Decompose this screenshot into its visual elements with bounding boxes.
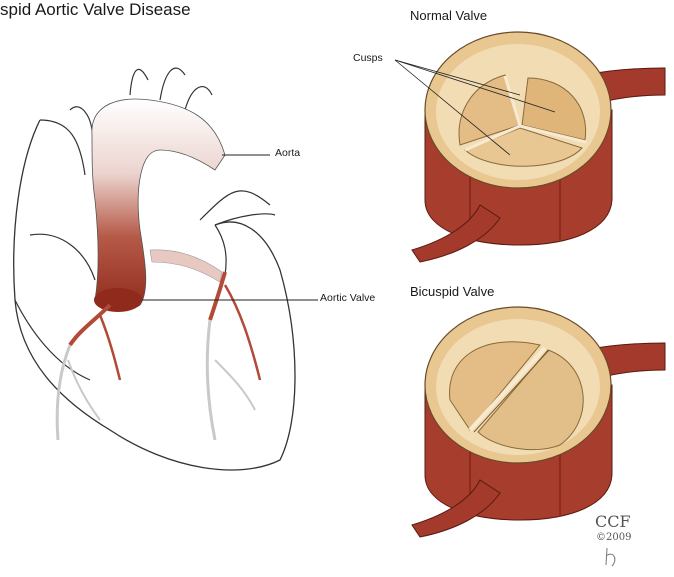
diagram-canvas: spid Aortic Valve Disease	[0, 0, 674, 577]
signature-mark	[0, 0, 674, 577]
